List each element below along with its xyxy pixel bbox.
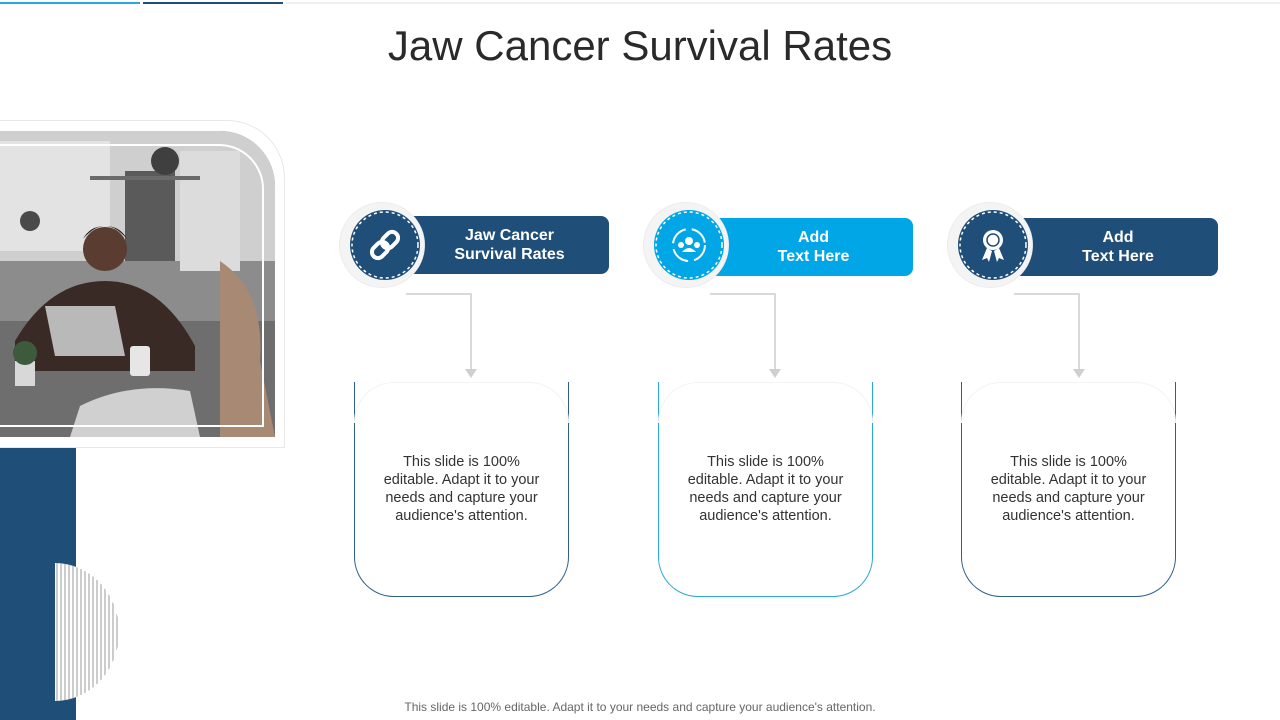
card-2-body: This slide is 100% editable. Adapt it to… [658,382,873,597]
page-title: Jaw Cancer Survival Rates [387,22,893,69]
top-accent-line-light [0,2,140,4]
footer-note: This slide is 100% editable. Adapt it to… [404,700,876,714]
card-1-connector [406,293,472,373]
striped-half-circle [55,563,119,701]
link-icon [351,211,419,279]
card-1-body: This slide is 100% editable. Adapt it to… [354,382,569,597]
team-cycle-icon [655,211,723,279]
top-rule [286,2,1280,4]
card-2-icon-badge [654,210,724,280]
office-photo [0,131,275,437]
card-1-arrow [465,369,477,378]
card-1-header: Jaw Cancer Survival Rates [398,216,609,274]
award-ribbon-icon [959,211,1027,279]
card-3-connector [1014,293,1080,373]
card-3-icon-badge [958,210,1028,280]
card-3-body: This slide is 100% editable. Adapt it to… [961,382,1176,597]
card-2-connector [710,293,776,373]
card-2-arrow [769,369,781,378]
card-3-header: Add Text Here [1006,218,1218,276]
card-3-arrow [1073,369,1085,378]
card-1-icon-badge [350,210,420,280]
card-2-header: Add Text Here [702,218,913,276]
top-accent-line-dark [143,2,283,4]
